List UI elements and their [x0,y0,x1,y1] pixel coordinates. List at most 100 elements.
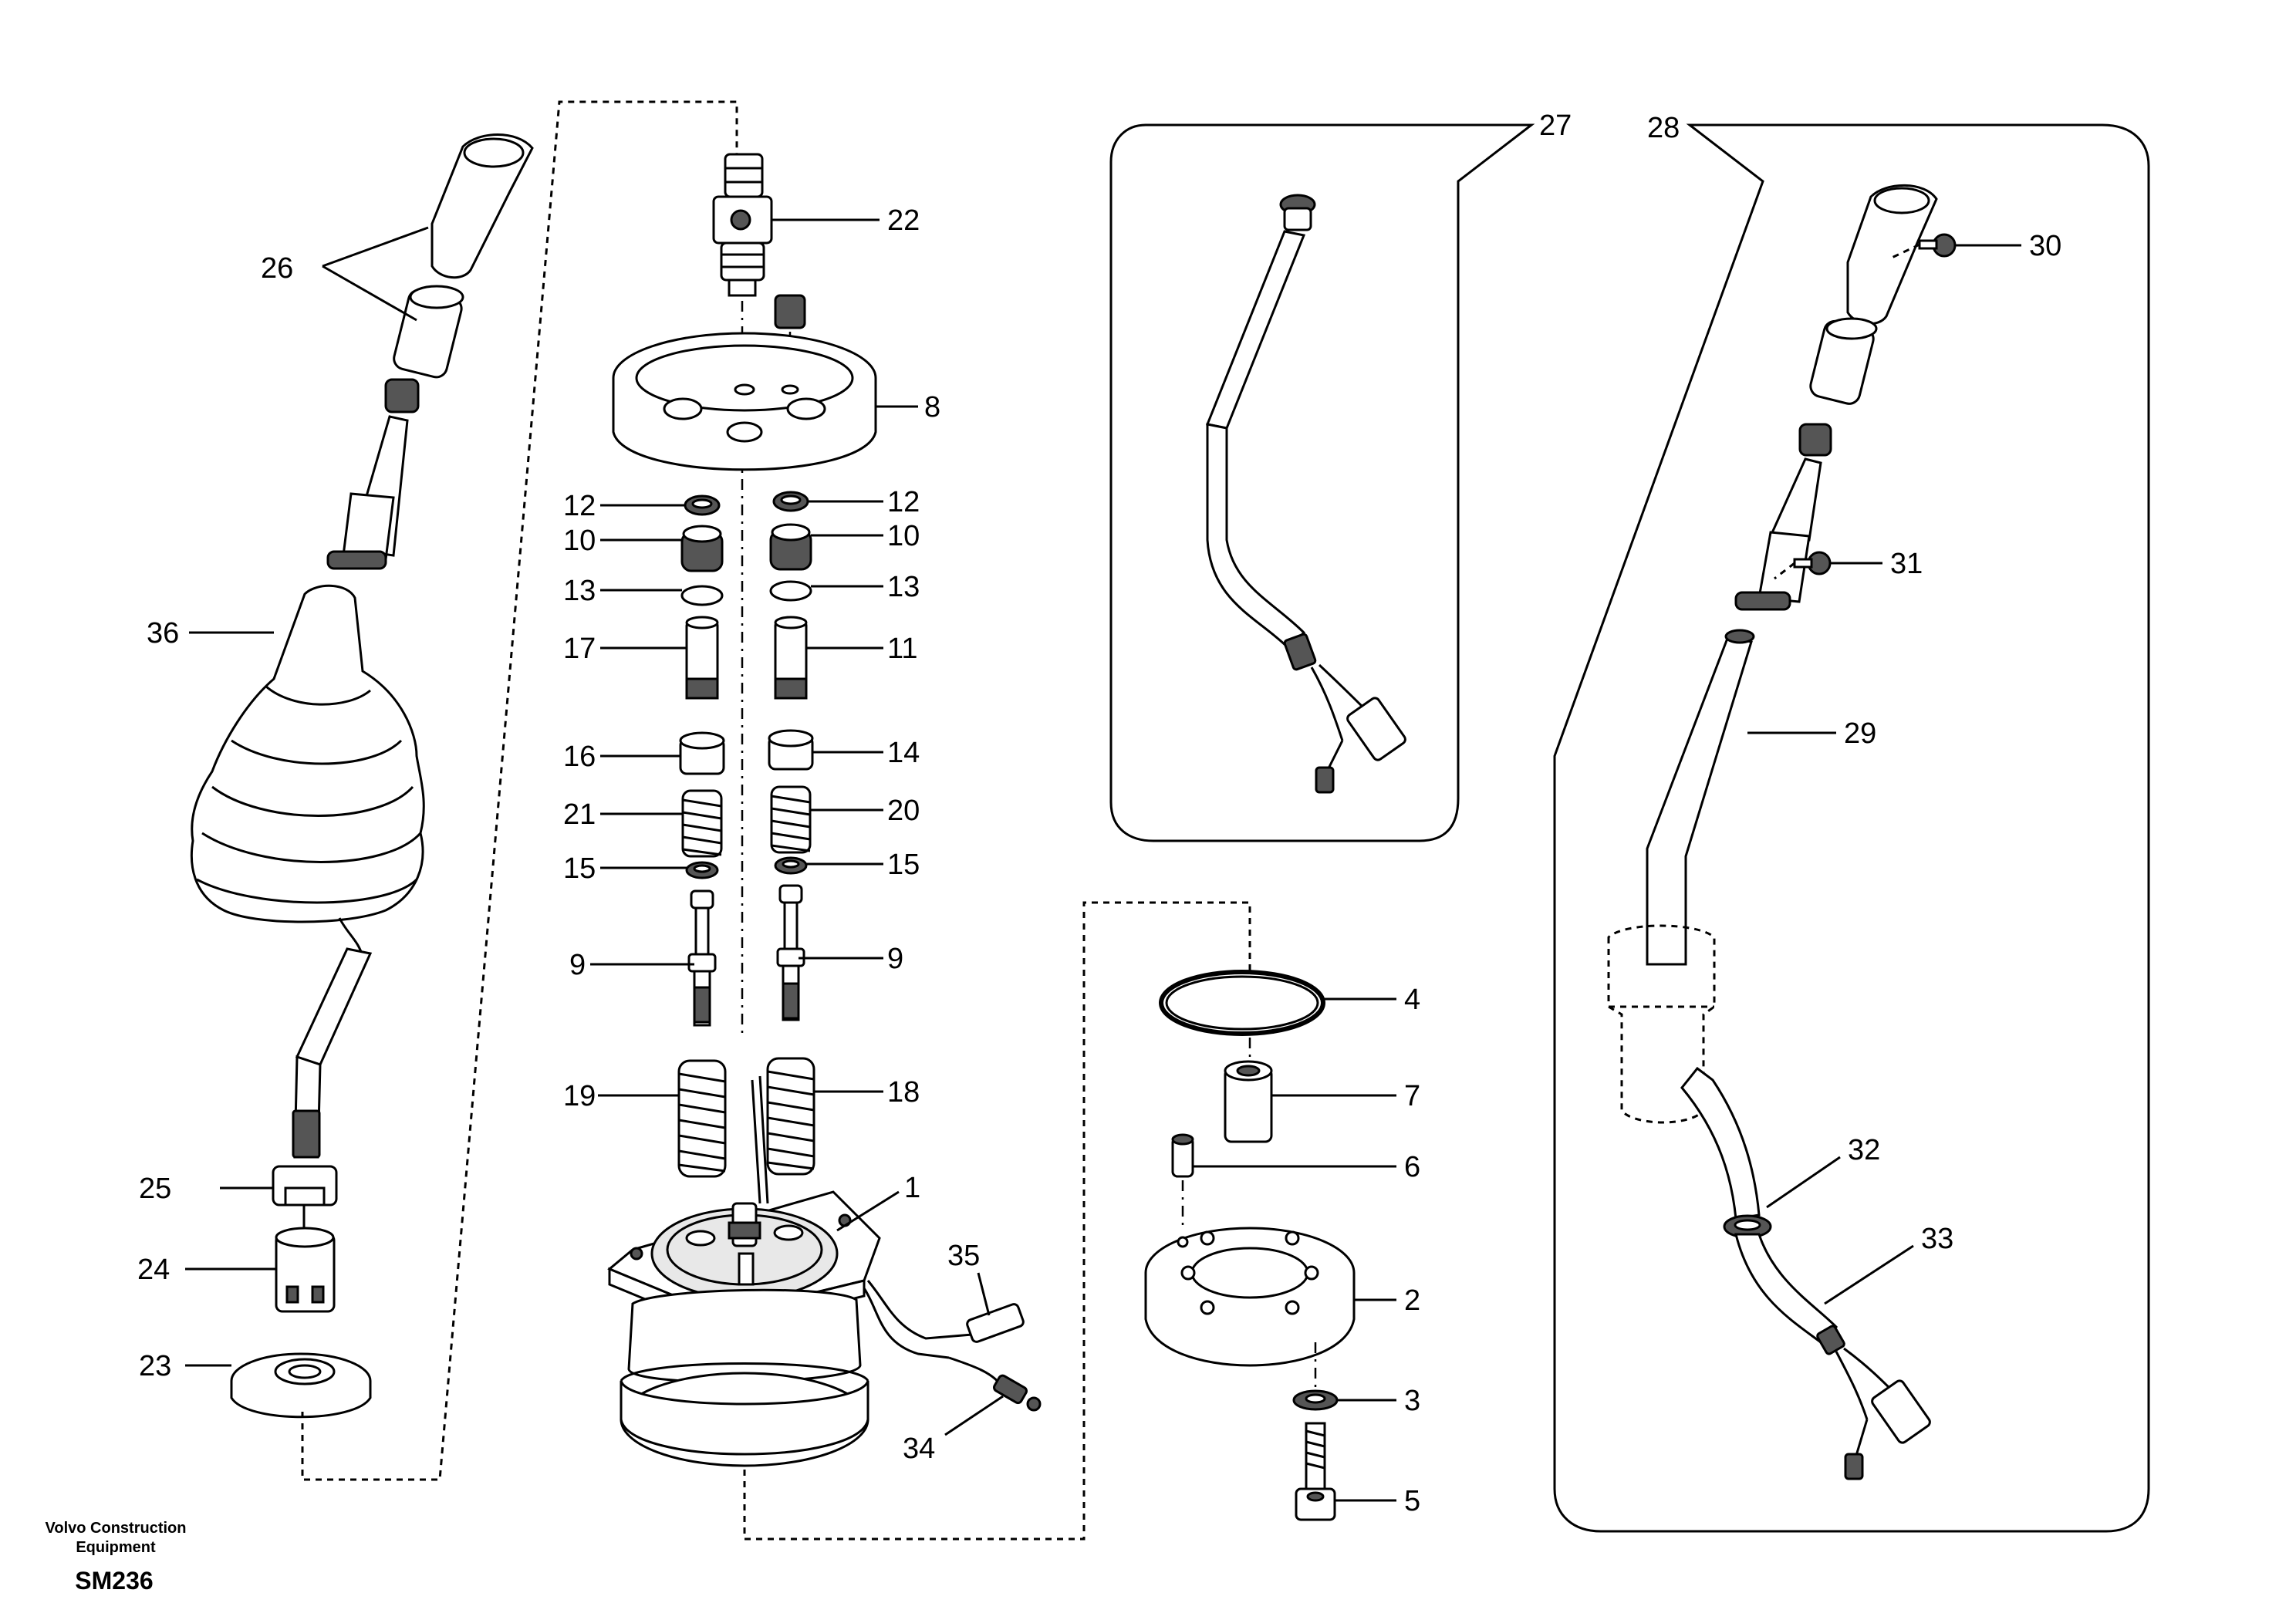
valve-wire-harness [863,1280,1042,1412]
callout-32: 32 [1848,1134,1880,1166]
footer: Volvo Construction Equipment SM236 [46,1520,187,1595]
callout-10-right: 10 [887,520,920,552]
center-valve-assembly [607,153,1042,1467]
part-33-cable [1734,1233,1838,1344]
part-17-plunger-left [685,616,719,700]
part-1-valve-body [607,1190,881,1467]
callout-31: 31 [1890,548,1923,580]
part-4-oring [1159,970,1325,1036]
dashed-connection-center [743,901,1251,1541]
callout-22: 22 [887,204,920,237]
callout-9-right: 9 [887,943,903,975]
part-9-spool-left [687,889,717,1027]
part-18-return-spring-right [766,1057,815,1176]
part-32-grommet [1723,1214,1772,1239]
part-24-adapter [275,1227,336,1313]
small-plug [774,294,806,329]
callout-27: 27 [1539,110,1572,142]
callout-15-right: 15 [887,849,920,881]
lever-nut [384,378,420,413]
part-22-universal-joint [712,153,773,297]
callout-25: 25 [139,1173,171,1205]
part-2-flange [1144,1227,1356,1367]
part-35-connector [966,1303,1025,1343]
callout-29: 29 [1844,717,1876,750]
callout-16: 16 [563,741,596,773]
detail-box-27 [1109,123,1535,842]
callout-2: 2 [1404,1284,1420,1317]
callout-20: 20 [887,795,920,827]
part-9-spool-right [776,884,805,1021]
callout-9-left: 9 [569,949,586,981]
callout-1: 1 [904,1172,920,1204]
part-13-oring-left [680,585,724,606]
callout-13-left: 13 [563,575,596,607]
part-21-spring-left [681,789,723,858]
part-10-bushing-right [769,523,812,571]
brand-line-1: Volvo Construction [46,1520,187,1537]
callout-3: 3 [1404,1385,1420,1417]
part-10-bushing-left [680,525,724,572]
callout-7: 7 [1404,1080,1420,1112]
callout-8: 8 [924,391,940,424]
callout-30: 30 [2029,230,2061,262]
valve-wires [751,1075,769,1204]
part-29-tube [1646,635,1753,966]
callout-12-right: 12 [887,486,920,518]
part-31-screw [1774,551,1832,580]
callout-17: 17 [563,633,596,665]
part-20-spring-right [770,785,812,854]
callout-4: 4 [1404,984,1420,1016]
part-26-knob-grip-top [463,137,525,168]
part-3-washer [1292,1389,1339,1411]
callout-15-left: 15 [563,852,596,885]
right-spool-stack [766,491,815,1176]
callout-34: 34 [903,1433,935,1465]
callout-11: 11 [887,633,917,665]
part-36-rubber-boot [190,584,425,923]
brand-line-2: Equipment [76,1539,156,1556]
callout-24: 24 [137,1254,170,1286]
part-5-bolt [1295,1422,1336,1521]
callout-28: 28 [1647,112,1680,144]
part-23-base-plate [230,1352,372,1419]
leader-lines [185,218,2021,1502]
detail-box-28 [1553,123,2150,1533]
base-parts [1144,970,1356,1521]
callout-18: 18 [887,1076,920,1109]
part-11-plunger-right [774,616,808,700]
callout-13-right: 13 [887,571,920,603]
part-27-connector [1346,697,1406,761]
callout-33: 33 [1921,1223,1953,1255]
left-spool-stack [677,494,727,1178]
callout-36: 36 [147,617,179,650]
callout-19: 19 [563,1080,596,1112]
left-lever-assembly [190,133,534,1419]
part-14-spring-seat-right [768,729,814,771]
part-19-return-spring-left [677,1059,727,1178]
part-6-pin [1171,1133,1194,1178]
part-28-lever-assembly [1607,184,1957,1480]
part-25-lock-nut [272,1165,338,1234]
part-34-connector [993,1374,1028,1405]
callout-10-left: 10 [563,525,596,557]
callout-26: 26 [261,252,293,285]
callout-labels: 26 36 25 24 23 22 8 12 12 10 10 13 13 17… [137,110,2061,1517]
callout-5: 5 [1404,1485,1420,1517]
callout-6: 6 [1404,1151,1420,1183]
callout-23: 23 [139,1350,171,1382]
dashed-connection-left [301,100,738,1481]
callout-14: 14 [887,737,920,769]
part-7-sleeve [1224,1060,1273,1143]
part-16-spring-seat-left [679,731,725,775]
part-30-screw [1889,233,1957,260]
sheet-code: SM236 [75,1567,153,1595]
part-33-connector [1871,1379,1931,1444]
callout-12-left: 12 [563,490,596,522]
part-8-plate [612,332,877,471]
part-27-cable-assembly [1205,194,1406,794]
part-26-knob-grip [430,133,534,279]
callout-35: 35 [947,1240,980,1272]
part-13-oring-right [769,580,812,602]
